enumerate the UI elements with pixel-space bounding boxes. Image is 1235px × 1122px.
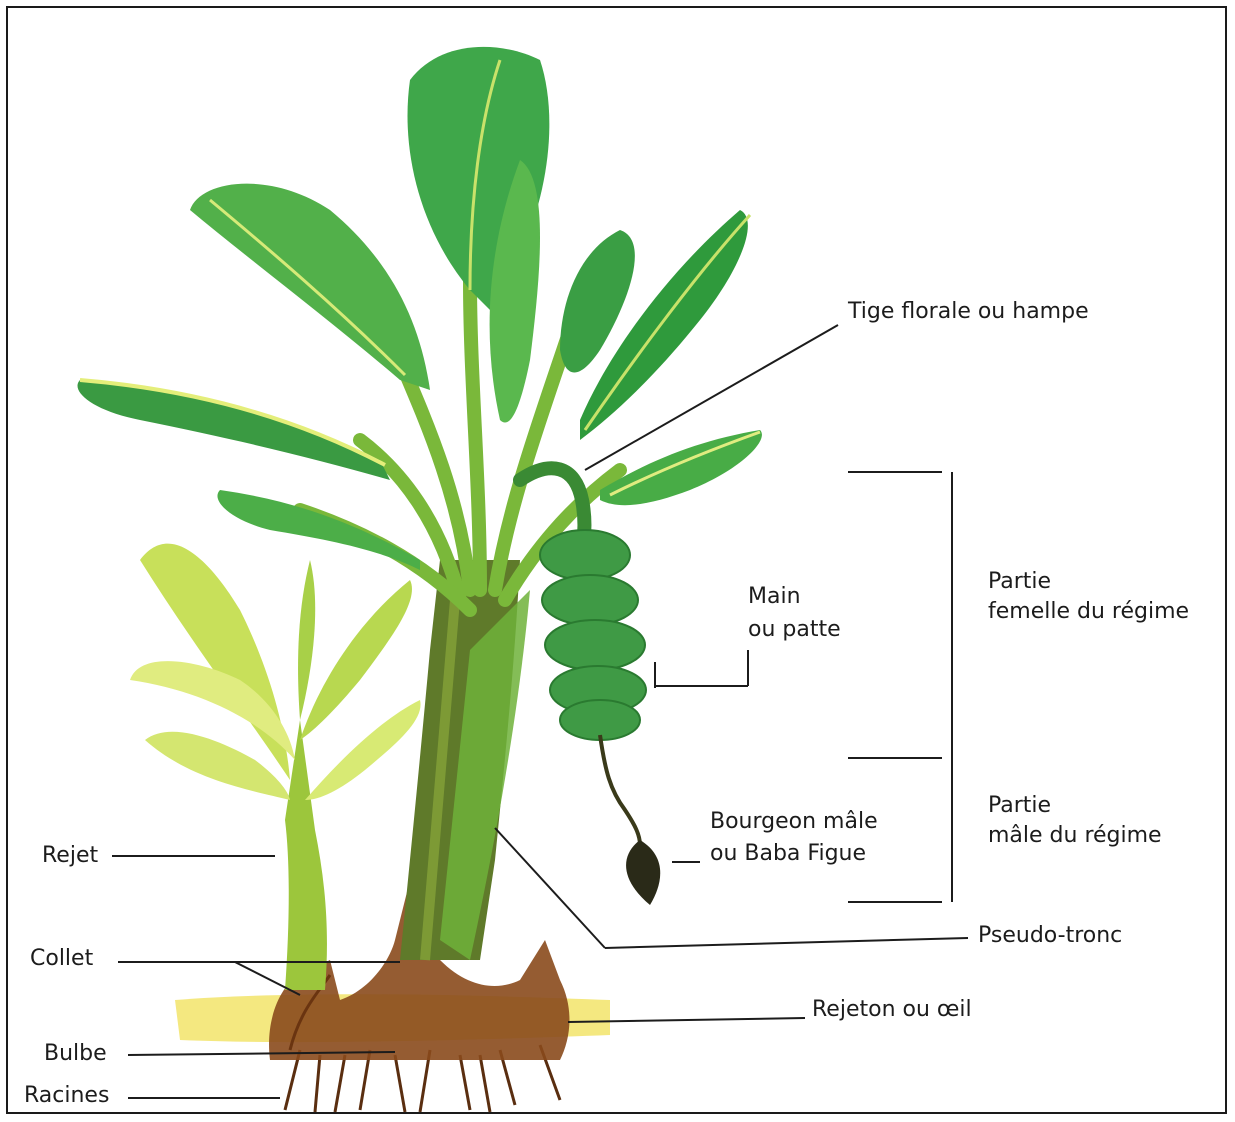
label-main-line2: ou patte (748, 616, 841, 645)
label-rejet: Rejet (42, 842, 98, 871)
label-bourgeon-line2: ou Baba Figue (710, 840, 866, 869)
male-bud (626, 840, 660, 905)
male-rachis (600, 735, 640, 845)
sucker-stem (285, 720, 327, 990)
label-bourgeon-line1: Bourgeon mâle (710, 808, 878, 837)
label-tige-florale: Tige florale ou hampe (848, 298, 1089, 327)
main-leaves (78, 47, 762, 570)
sucker-leaves (130, 544, 421, 800)
label-racines: Racines (24, 1082, 109, 1111)
label-partie-femelle-line1: Partie (988, 568, 1051, 597)
label-partie-male-line1: Partie (988, 792, 1051, 821)
label-main-line1: Main (748, 583, 801, 612)
label-rejeton: Rejeton ou œil (812, 996, 972, 1025)
label-pseudo-tronc: Pseudo-tronc (978, 922, 1122, 951)
label-bulbe: Bulbe (44, 1040, 107, 1069)
label-collet: Collet (30, 945, 93, 974)
banana-bunch (540, 530, 646, 740)
label-partie-femelle-line2: femelle du régime (988, 598, 1189, 627)
label-partie-male-line2: mâle du régime (988, 822, 1162, 851)
